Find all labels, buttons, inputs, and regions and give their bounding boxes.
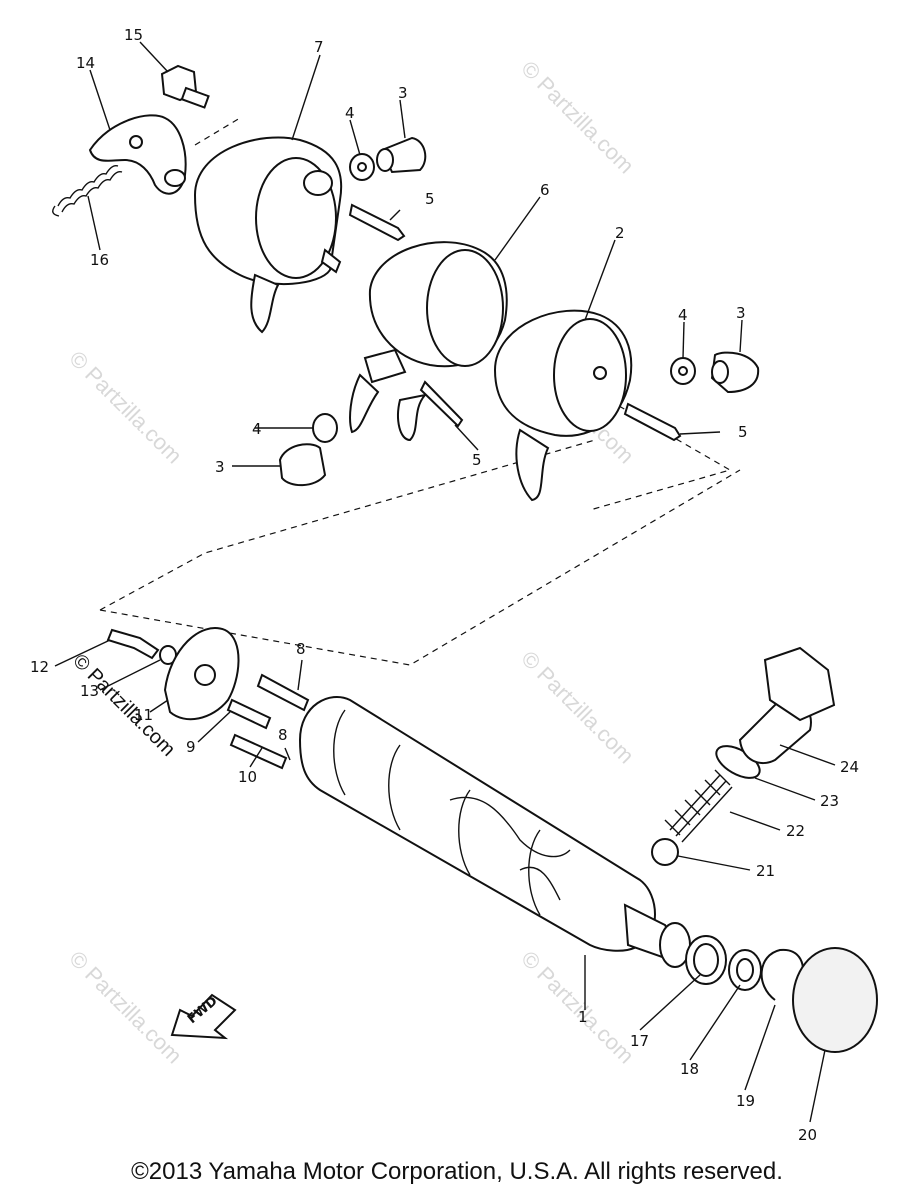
callout-11: 11 (134, 706, 153, 724)
part-17-washer (685, 935, 727, 985)
callout-4-upper: 4 (345, 104, 355, 122)
callout-8-upper: 8 (296, 640, 306, 658)
part-5-pin-center (419, 380, 464, 428)
part-5-pin-right (623, 402, 682, 442)
part-8-pin-upper (256, 673, 310, 712)
callout-20: 20 (798, 1126, 817, 1144)
part-9-pin (226, 698, 272, 730)
part-3-guide-pin-upper (376, 136, 427, 174)
part-16-spring (52, 164, 123, 217)
assembly-dashed-line-lower (99, 439, 741, 666)
part-6-shift-fork-center (349, 241, 508, 442)
callout-13: 13 (80, 682, 99, 700)
copyright-notice: ©2013 Yamaha Motor Corporation, U.S.A. A… (131, 1158, 783, 1185)
part-18-bearing (728, 949, 762, 991)
callout-15: 15 (124, 26, 143, 44)
callout-3-left: 3 (215, 458, 225, 476)
part-4-roller-right (670, 357, 696, 385)
part-4-roller-left (312, 413, 338, 443)
part-21-ball (651, 838, 679, 866)
forward-arrow-icon: FWD (170, 994, 237, 1040)
callout-3-right: 3 (736, 304, 746, 322)
watermark-dark: © Partzilla.com (68, 650, 179, 761)
callout-23: 23 (820, 792, 839, 810)
part-8-pin-lower (229, 733, 288, 770)
callout-5-right: 5 (738, 423, 748, 441)
part-3-guide-pin-left (278, 443, 327, 487)
assembly-dashed-line-upper (589, 394, 732, 511)
part-20-cap (792, 947, 878, 1053)
part-5-pin-upper (348, 203, 406, 242)
callout-labels: 15 14 16 7 4 3 5 6 2 4 3 5 5 4 3 8 12 13… (30, 26, 859, 1144)
watermark-4: © Partzilla.com (516, 646, 639, 769)
callout-2: 2 (615, 224, 625, 242)
callout-1: 1 (578, 1008, 588, 1026)
callout-19: 19 (736, 1092, 755, 1110)
parts-diagram: © Partzilla.com © Partzilla.com © Partzi… (30, 26, 878, 1144)
callout-5-center: 5 (472, 451, 482, 469)
part-1-shift-drum (298, 695, 691, 968)
callout-16: 16 (90, 251, 109, 269)
callout-17: 17 (630, 1032, 649, 1050)
callout-9: 9 (186, 738, 196, 756)
callout-10: 10 (238, 768, 257, 786)
part-22-spring (664, 769, 733, 843)
watermark-1: © Partzilla.com (516, 56, 639, 179)
callout-4-left: 4 (252, 420, 262, 438)
part-14-stopper-lever (88, 114, 187, 195)
callout-24: 24 (840, 758, 859, 776)
leader-lines (54, 41, 836, 1123)
callout-3-upper: 3 (398, 84, 408, 102)
callout-5-upper: 5 (425, 190, 435, 208)
callout-6: 6 (540, 181, 550, 199)
watermark-2: © Partzilla.com (64, 346, 187, 469)
callout-14: 14 (76, 54, 95, 72)
part-24-plug-bolt (738, 646, 836, 765)
callout-22: 22 (786, 822, 805, 840)
callout-12: 12 (30, 658, 49, 676)
part-2-shift-fork-right (493, 309, 633, 502)
assembly-dashed-line-top (194, 117, 241, 146)
part-15-bolt (160, 64, 210, 109)
callout-4-right: 4 (678, 306, 688, 324)
part-7-shift-fork (193, 136, 343, 334)
watermark-5: © Partzilla.com (64, 946, 187, 1069)
part-11-plate (163, 627, 240, 721)
part-3-guide-pin-right (710, 351, 760, 394)
part-12-screw (106, 628, 160, 660)
part-4-roller-upper (349, 153, 375, 181)
callout-8-lower: 8 (278, 726, 288, 744)
callout-21: 21 (756, 862, 775, 880)
callout-7: 7 (314, 38, 324, 56)
callout-18: 18 (680, 1060, 699, 1078)
